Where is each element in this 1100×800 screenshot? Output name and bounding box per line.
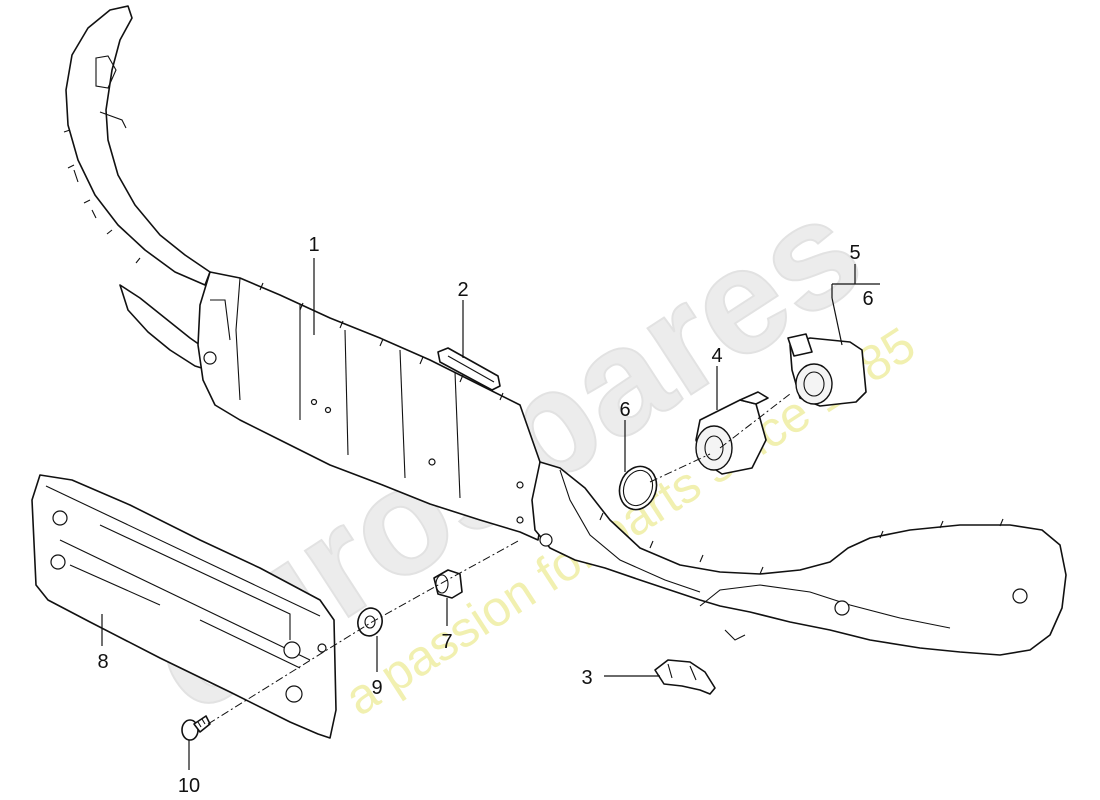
callout-6-ring: 6 [619,399,630,421]
assembly-line-fastener [207,539,521,725]
callout-5: 5 [849,242,860,264]
part-3-cover [654,659,716,695]
part-2-clip [437,347,501,391]
callout-2: 2 [457,279,468,301]
callout-7: 7 [441,631,452,653]
callout-8: 8 [97,651,108,673]
bumper-cover [63,5,1067,656]
part-4-sensor-holder [695,391,769,475]
part-10-screw [181,715,211,741]
part-7-grommet [433,569,463,599]
assembly-line-sensor [649,393,791,483]
callout-1: 1 [308,234,319,256]
callout-6-sensor: 6 [862,288,873,310]
leader-lines [101,258,880,770]
callout-10: 10 [178,775,200,797]
callout-3: 3 [581,667,592,689]
part-8-plate-bracket [31,474,337,739]
part-6-seal-ring [618,465,658,511]
part-9-washer [357,607,383,637]
part-5-parking-sensor [787,333,867,407]
callout-4: 4 [711,345,722,367]
callout-9: 9 [371,677,382,699]
